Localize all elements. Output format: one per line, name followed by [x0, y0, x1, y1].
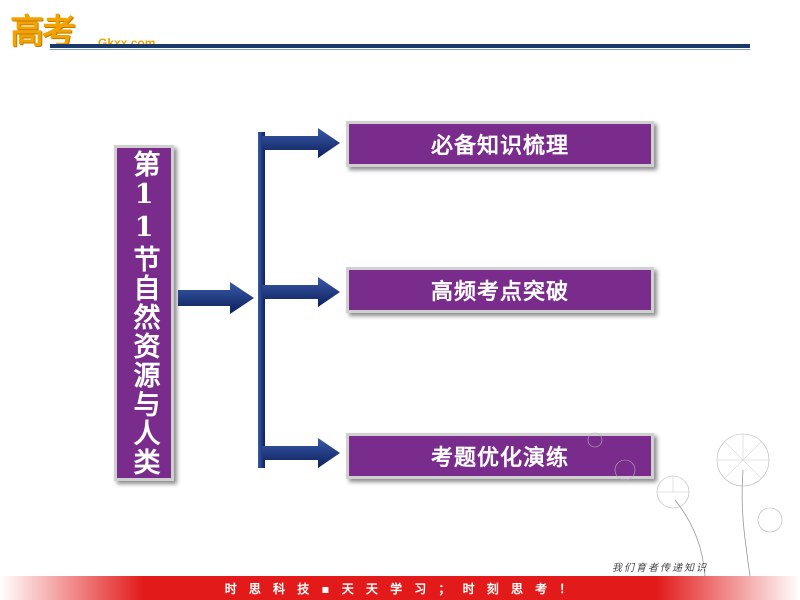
- topic-button-practice[interactable]: 考题优化演练: [346, 433, 654, 479]
- arrow-right-icon: [262, 277, 340, 307]
- arrow-right-icon: [262, 438, 340, 468]
- topic-button-knowledge[interactable]: 必备知识梳理: [346, 121, 654, 167]
- footer-slogan: 时 思 科 技 ▪ 天 天 学 习 ； 时 刻 思 考 ！: [224, 581, 576, 596]
- header-divider: [50, 44, 750, 48]
- connector-bar: [258, 132, 265, 468]
- arrow-right-icon: [178, 282, 254, 314]
- section-title-box: 第11节自然资源与人类: [114, 145, 174, 481]
- dandelion-decoration-icon: [587, 432, 783, 576]
- section-title: 第11节自然资源与人类: [128, 149, 160, 477]
- footer-slogan-right: 我们育者传递知识: [612, 563, 708, 574]
- footer-bar: 时 思 科 技 ▪ 天 天 学 习 ； 时 刻 思 考 ！: [0, 576, 800, 600]
- topic-button-key-points[interactable]: 高频考点突破: [346, 267, 654, 313]
- header-divider-thin: [50, 49, 750, 50]
- arrow-right-icon: [262, 128, 340, 158]
